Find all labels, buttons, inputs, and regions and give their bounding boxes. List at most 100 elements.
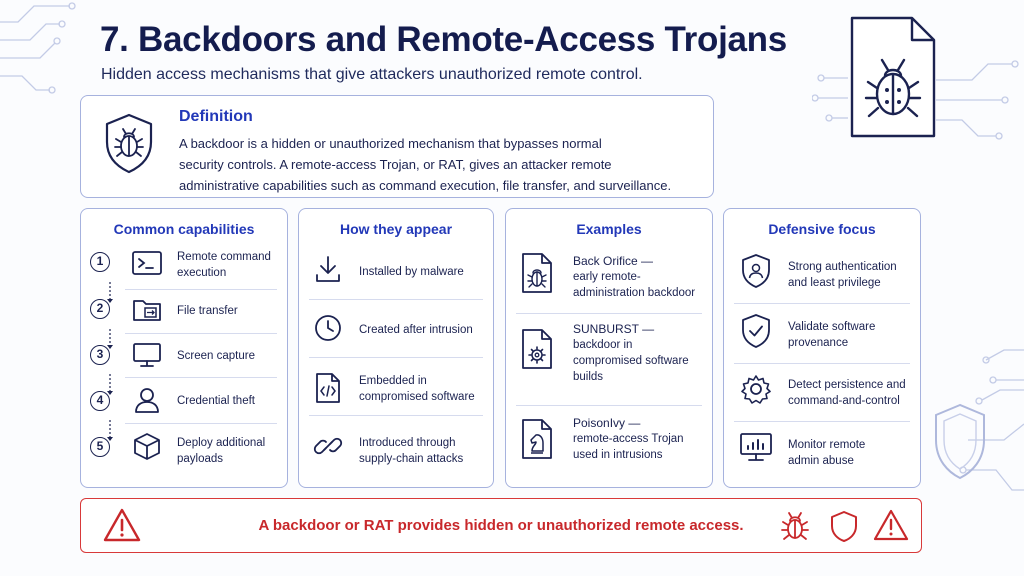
appear-text: Created after intrusion	[359, 324, 473, 336]
defense-text: Validate software	[788, 321, 876, 333]
page-subtitle: Hidden access mechanisms that give attac…	[101, 66, 643, 83]
divider	[309, 415, 483, 416]
circuit-shield-decoration	[935, 349, 1024, 491]
shield-check-icon	[742, 314, 770, 348]
divider	[125, 377, 277, 378]
step-connector-arrows	[107, 282, 113, 441]
appear-text: Embedded in	[359, 375, 427, 387]
definition-text: A backdoor is a hidden or unauthorized m…	[179, 133, 699, 196]
divider	[125, 333, 277, 334]
folder-transfer-icon	[133, 300, 161, 321]
warning-triangle-icon	[103, 508, 141, 542]
appear-item: Installed by malware	[359, 264, 464, 280]
examples-title: Examples	[576, 221, 642, 237]
step-number: 4	[90, 391, 110, 411]
appear-text: supply-chain attacks	[359, 453, 464, 465]
divider	[734, 421, 910, 422]
defense-text: and least privilege	[788, 277, 881, 289]
capability-text: Deploy additional	[177, 437, 266, 449]
definition-line: administrative capabilities such as comm…	[179, 178, 672, 193]
example-text: builds	[573, 371, 604, 383]
step-number: 1	[90, 252, 110, 272]
capabilities-title: Common capabilities	[113, 221, 255, 237]
capability-item: Deploy additional payloads	[177, 435, 265, 467]
how-they-appear-title: How they appear	[339, 221, 453, 237]
defense-text: Strong authentication	[788, 261, 897, 273]
shield-user-icon	[742, 254, 770, 288]
step-number: 3	[90, 345, 110, 365]
bug-icon	[781, 512, 809, 540]
example-text: administration backdoor	[573, 287, 696, 299]
warning-triangle-icon	[873, 509, 909, 541]
example-item: SUNBURST — backdoor in compromised softw…	[573, 321, 689, 385]
appear-item: Introduced through supply-chain attacks	[359, 435, 463, 467]
definition-card: Definition A backdoor is a hidden or una…	[80, 95, 714, 198]
capability-item: Credential theft	[177, 393, 255, 409]
capability-text: Credential theft	[177, 395, 255, 407]
defense-text: Detect persistence and	[788, 379, 906, 391]
chain-link-icon	[313, 437, 343, 455]
clock-icon	[315, 315, 341, 341]
divider	[734, 363, 910, 364]
terminal-icon	[132, 251, 162, 275]
example-text: compromised software	[573, 355, 689, 367]
gear-file-icon	[522, 329, 552, 369]
divider	[516, 313, 702, 314]
bug-document-icon	[850, 16, 936, 138]
capability-item: File transfer	[177, 303, 238, 319]
code-file-icon	[316, 373, 340, 403]
divider	[125, 289, 277, 290]
defense-item: Strong authentication and least privileg…	[788, 259, 897, 291]
capability-text: File transfer	[177, 305, 238, 317]
package-icon	[134, 433, 160, 460]
examples-card: Examples Back Orifice — early remote- ad…	[505, 208, 713, 488]
divider	[309, 299, 483, 300]
defense-text: Monitor remote	[788, 439, 866, 451]
example-text: backdoor in	[573, 339, 633, 351]
appear-text: Installed by malware	[359, 266, 464, 278]
defensive-focus-card: Defensive focus Strong authentication an…	[723, 208, 921, 488]
defense-item: Validate software provenance	[788, 319, 875, 351]
circuit-decoration-top-left	[0, 2, 76, 94]
defensive-focus-title: Defensive focus	[768, 221, 876, 237]
capabilities-card: Common capabilities 1 2 3 4 5 Remote com…	[80, 208, 288, 488]
download-icon	[316, 256, 340, 282]
divider	[125, 423, 277, 424]
defense-text: command-and-control	[788, 395, 900, 407]
appear-item: Embedded in compromised software	[359, 373, 475, 405]
monitor-chart-icon	[740, 433, 772, 461]
definition-title: Definition	[179, 108, 253, 125]
divider	[516, 405, 702, 406]
defense-text: provenance	[788, 337, 849, 349]
defense-item: Detect persistence and command-and-contr…	[788, 377, 906, 409]
page-title: 7. Backdoors and Remote-Access Trojans	[100, 20, 787, 59]
step-number: 2	[90, 299, 110, 319]
monitor-icon	[133, 343, 161, 367]
definition-line: security controls. A remote-access Troja…	[179, 157, 612, 172]
capability-item: Remote command execution	[177, 249, 271, 281]
capability-item: Screen capture	[177, 348, 255, 364]
appear-text: Introduced through	[359, 437, 456, 449]
appear-text: compromised software	[359, 391, 475, 403]
step-number: 5	[90, 437, 110, 457]
divider	[734, 303, 910, 304]
capability-text: execution	[177, 267, 227, 279]
example-name: SUNBURST —	[573, 322, 655, 336]
example-text: remote-access Trojan	[573, 433, 684, 445]
shield-icon	[831, 511, 857, 542]
example-name: PoisonIvy —	[573, 416, 641, 430]
divider	[309, 357, 483, 358]
horse-file-icon	[522, 419, 552, 459]
definition-line: A backdoor is a hidden or unauthorized m…	[179, 136, 602, 151]
warning-banner: A backdoor or RAT provides hidden or una…	[80, 498, 922, 553]
capability-text: Screen capture	[177, 350, 255, 362]
defense-item: Monitor remote admin abuse	[788, 437, 865, 469]
capability-text: Remote command	[177, 251, 271, 263]
bug-file-icon	[522, 253, 552, 293]
example-text: early remote-	[573, 271, 641, 283]
warning-banner-text: A backdoor or RAT provides hidden or una…	[258, 517, 744, 534]
how-they-appear-card: How they appear Installed by malware Cre…	[298, 208, 494, 488]
user-icon	[135, 388, 159, 413]
appear-item: Created after intrusion	[359, 322, 473, 338]
example-item: PoisonIvy — remote-access Trojan used in…	[573, 415, 684, 463]
